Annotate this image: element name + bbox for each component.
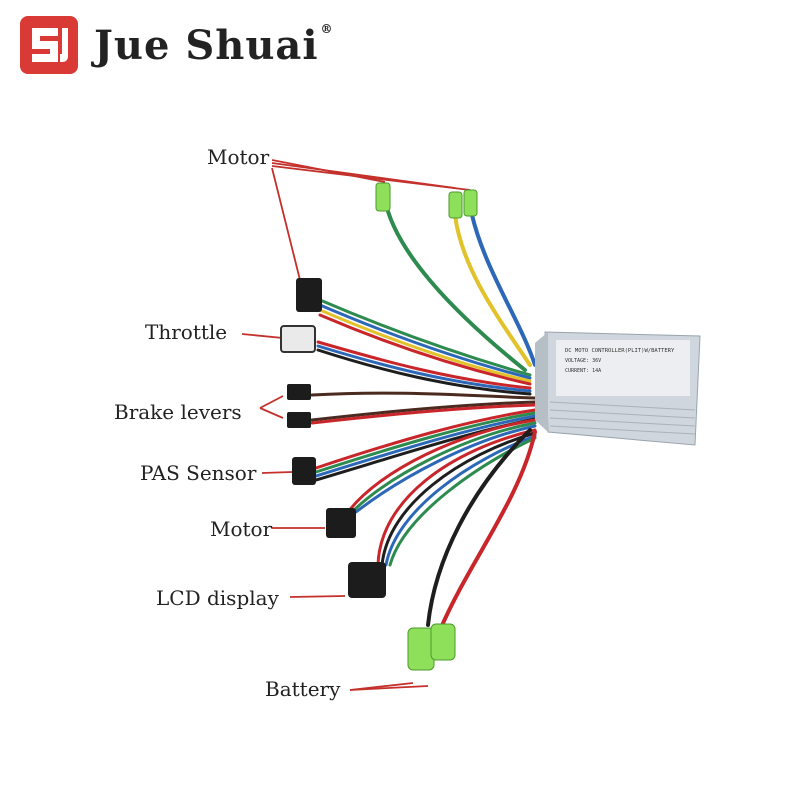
connectors [280,182,478,671]
label-motor: Motor [210,517,273,541]
brand-name: Jue Shuai® [94,21,334,69]
wires [310,198,537,632]
label-throttle: Throttle [145,320,228,344]
label-battery: Battery [265,677,341,701]
label-lcd-display: LCD display [156,586,279,610]
controller-box: DC MOTO CONTROLLER(PLIT)W/BATTERY VOLTAG… [535,331,701,446]
brand-header: Jue Shuai® [18,14,334,76]
registered-mark: ® [320,21,334,36]
label-motor-top: Motor [207,145,270,169]
controller-label-line-1: DC MOTO CONTROLLER(PLIT)W/BATTERY [565,348,675,354]
label-brake-levers: Brake levers [114,400,242,424]
callout-lines [241,159,471,691]
label-pas-sensor: PAS Sensor [140,461,257,485]
controller-label-line-2: VOLTAGE: 36V [565,358,601,364]
jue-shuai-logo-icon [20,16,78,74]
controller-label-line-3: CURRENT: 14A [565,368,601,374]
